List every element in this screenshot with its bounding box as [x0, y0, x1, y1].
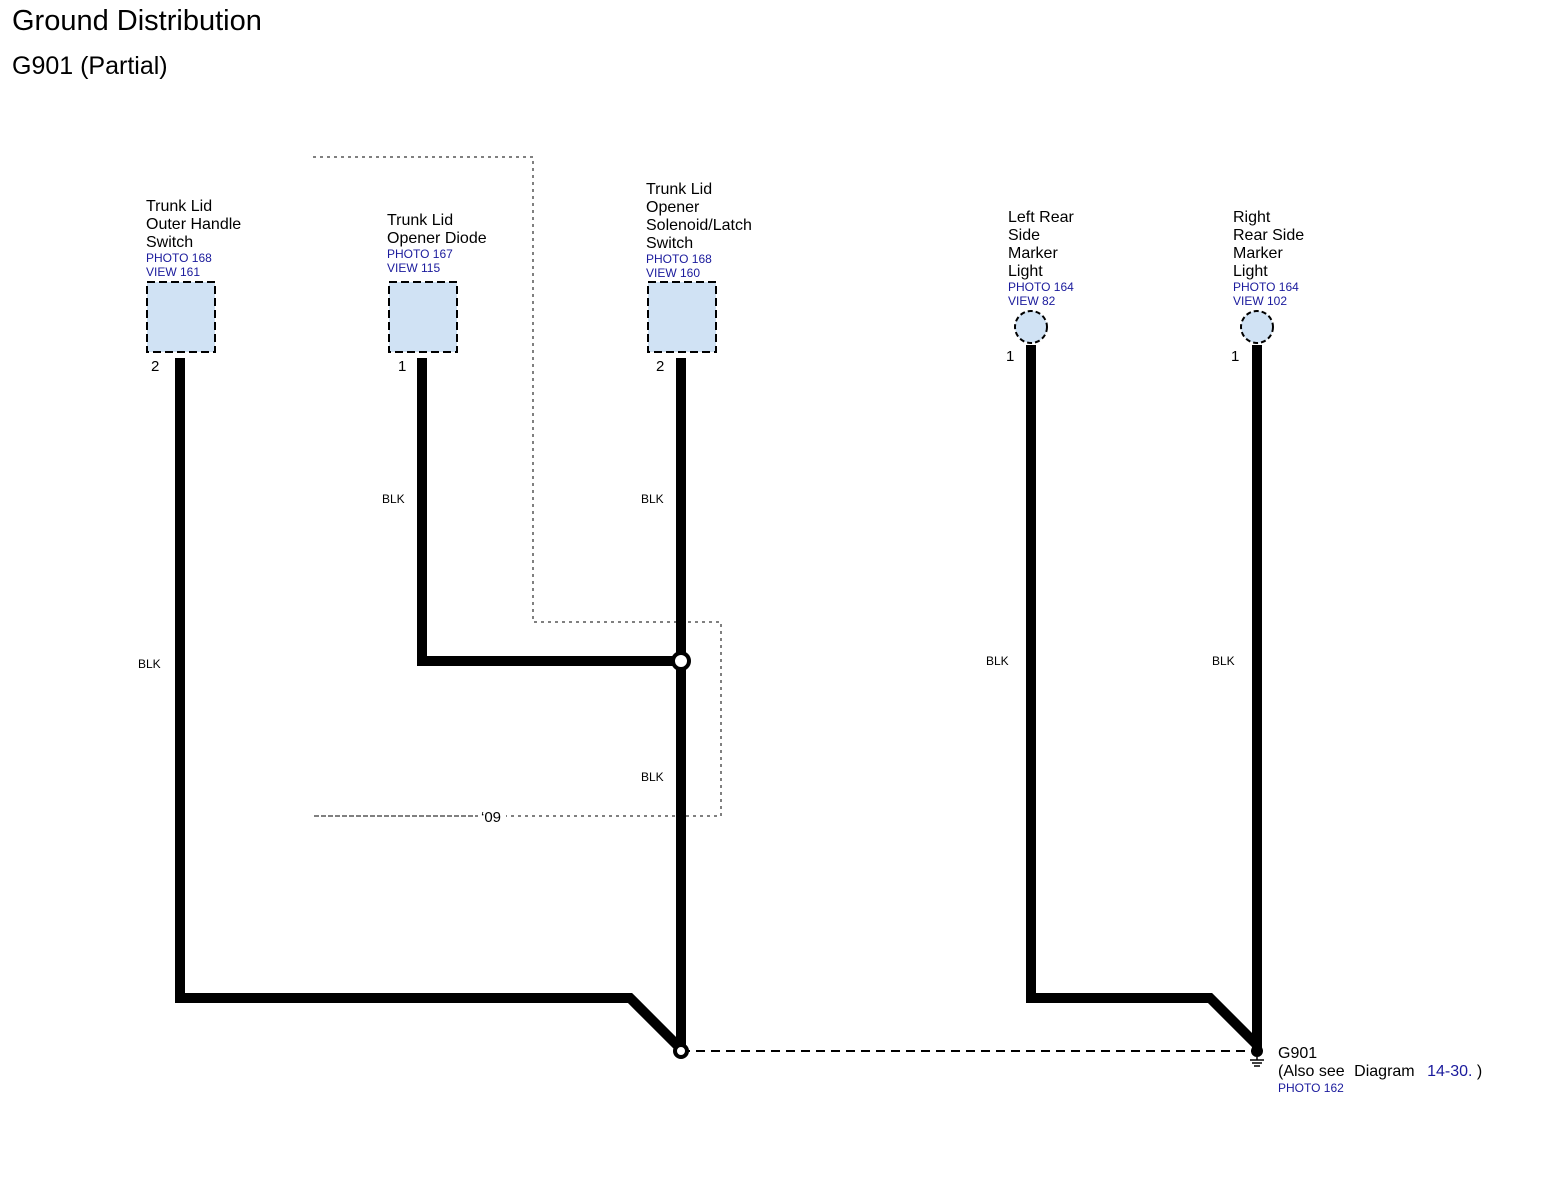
- component-name-line: Marker: [1008, 245, 1058, 262]
- ground-note-close: ): [1477, 1063, 1482, 1080]
- component-name-line: Outer Handle: [146, 216, 241, 233]
- ground-note: (Also see Diagram 14-30. ): [1278, 1063, 1482, 1080]
- wire-left-rear-marker: [1026, 345, 1261, 1049]
- wire-outer-handle-switch: [175, 358, 685, 1053]
- photo-ref: PHOTO 164: [1233, 280, 1299, 294]
- pin-number: 1: [1231, 348, 1239, 365]
- wire-opener-diode: [417, 358, 681, 666]
- ground-note-ref: 14-30.: [1427, 1063, 1472, 1080]
- ground-photo-ref: PHOTO 162: [1278, 1081, 1344, 1095]
- component-name-line: Light: [1008, 263, 1043, 280]
- junction-point: [673, 1043, 689, 1059]
- pin-number: 1: [398, 358, 406, 375]
- pin-number: 1: [1006, 348, 1014, 365]
- splice-point: [671, 651, 691, 671]
- page-title: Ground Distribution: [12, 5, 262, 37]
- component-name-line: Marker: [1233, 245, 1283, 262]
- wire-color-label: BLK: [641, 492, 664, 506]
- component-outer-handle-switch: Trunk Lid Outer Handle Switch PHOTO 168 …: [146, 198, 241, 375]
- component-left-rear-marker: Left Rear Side Marker Light PHOTO 164 VI…: [1006, 209, 1074, 365]
- wire-color-label: BLK: [138, 657, 161, 671]
- component-name-line: Solenoid/Latch: [646, 217, 752, 234]
- component-name-line: Opener: [646, 199, 700, 216]
- view-ref: VIEW 115: [387, 261, 440, 275]
- component-opener-diode: Trunk Lid Opener Diode PHOTO 167 VIEW 11…: [387, 212, 487, 375]
- component-name-line: Light: [1233, 263, 1268, 280]
- pin-number: 2: [151, 358, 159, 375]
- ground-note-diagram: Diagram: [1354, 1063, 1414, 1080]
- component-name-line: Trunk Lid: [646, 181, 712, 198]
- ground-id: G901: [1278, 1045, 1317, 1062]
- page-subtitle: G901 (Partial): [12, 52, 168, 80]
- view-ref: VIEW 102: [1233, 294, 1287, 308]
- connector-outer-handle-switch: [146, 281, 216, 353]
- connector-solenoid-latch-switch: [647, 281, 717, 353]
- component-name-line: Trunk Lid: [146, 198, 212, 215]
- view-ref: VIEW 161: [146, 265, 200, 279]
- component-name-line: Rear Side: [1233, 227, 1304, 244]
- ground-note-prefix: (Also see: [1278, 1063, 1345, 1080]
- component-right-rear-marker: Right Rear Side Marker Light PHOTO 164 V…: [1231, 209, 1304, 365]
- wire-color-label: BLK: [1212, 654, 1235, 668]
- photo-ref: PHOTO 168: [146, 251, 212, 265]
- component-name-line: Switch: [646, 235, 693, 252]
- wire-color-label: BLK: [641, 770, 664, 784]
- component-name-line: Switch: [146, 234, 193, 251]
- pin-number: 2: [656, 358, 664, 375]
- photo-ref: PHOTO 168: [646, 252, 712, 266]
- ground-icon: [1250, 1057, 1264, 1067]
- option-label: ‘09: [481, 809, 501, 826]
- wire-color-label: BLK: [986, 654, 1009, 668]
- component-name-line: Right: [1233, 209, 1271, 226]
- view-ref: VIEW 82: [1008, 294, 1056, 308]
- option-boundary-09: [313, 156, 722, 817]
- ground-point: [1251, 1045, 1263, 1057]
- component-name-line: Left Rear: [1008, 209, 1074, 226]
- component-solenoid-latch-switch: Trunk Lid Opener Solenoid/Latch Switch P…: [646, 181, 752, 375]
- connector-opener-diode: [388, 281, 458, 353]
- photo-ref: PHOTO 164: [1008, 280, 1074, 294]
- view-ref: VIEW 160: [646, 266, 700, 280]
- component-name-line: Side: [1008, 227, 1040, 244]
- connector-right-rear-marker: [1240, 310, 1274, 344]
- photo-ref: PHOTO 167: [387, 247, 453, 261]
- connector-left-rear-marker: [1014, 310, 1048, 344]
- wire-color-label: BLK: [382, 492, 405, 506]
- component-name-line: Opener Diode: [387, 230, 487, 247]
- component-name-line: Trunk Lid: [387, 212, 453, 229]
